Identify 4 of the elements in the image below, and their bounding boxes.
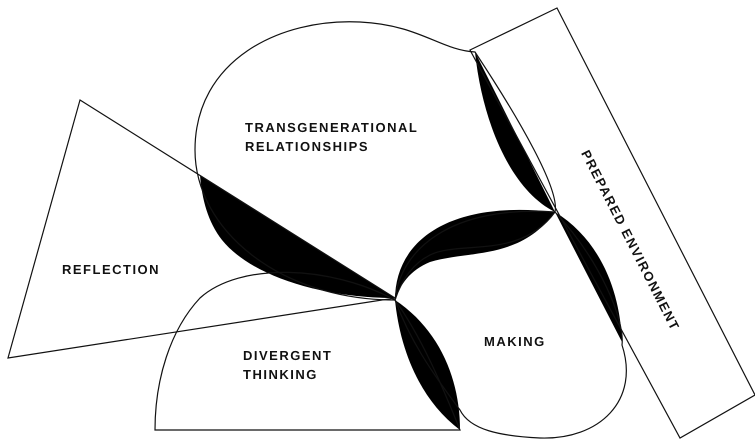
area-label: REFLECTION (62, 261, 162, 279)
area-label: DIVERGENT THINKING (243, 347, 334, 384)
area-label: MAKING (484, 333, 547, 351)
area-label: TRANSGENERATIONAL RELATIONSHIPS (245, 119, 415, 156)
